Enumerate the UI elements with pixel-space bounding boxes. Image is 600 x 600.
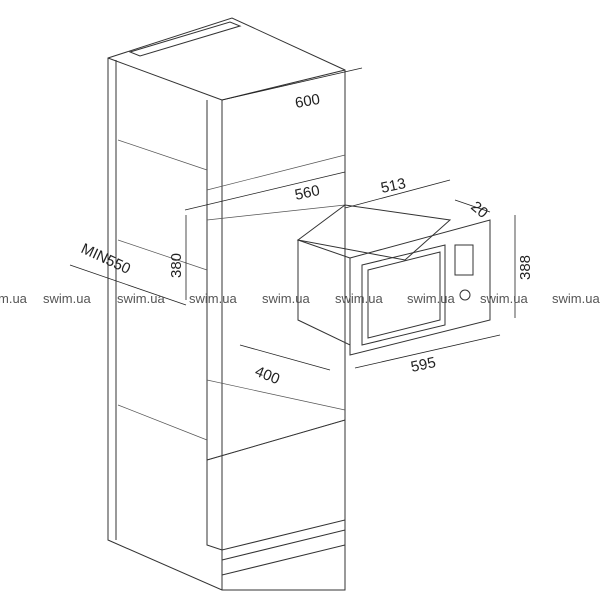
microwave-knob <box>459 289 471 301</box>
watermark: swim.ua <box>335 291 383 306</box>
dim-20: 20 <box>467 198 491 222</box>
watermark: swim.ua <box>262 291 310 306</box>
dim-600: 600 <box>294 91 322 112</box>
dim-380: 380 <box>168 253 185 278</box>
dim-595: 595 <box>409 354 437 376</box>
dim-388: 388 <box>517 255 534 280</box>
watermark: swim.ua <box>552 291 600 306</box>
watermark: swim.ua <box>480 291 528 306</box>
microwave-door-window <box>361 244 446 346</box>
dim-400: 400 <box>253 363 283 388</box>
dim-513: 513 <box>379 175 407 197</box>
microwave-control-panel <box>454 244 474 276</box>
watermark: swim.ua <box>117 291 165 306</box>
watermark: swim.ua <box>43 291 91 306</box>
microwave-front <box>349 219 491 356</box>
dim-560: 560 <box>293 182 321 204</box>
watermark: swim.ua <box>189 291 237 306</box>
microwave-top <box>296 204 452 261</box>
dimension-lines <box>69 67 516 371</box>
watermark: m.ua <box>0 291 27 306</box>
microwave <box>296 204 491 356</box>
cabinet-top-handle <box>128 21 242 57</box>
watermark: swim.ua <box>407 291 455 306</box>
cabinet-outline <box>107 17 346 591</box>
dim-min550: MIN550 <box>78 240 133 278</box>
tall-cabinet <box>107 17 346 591</box>
